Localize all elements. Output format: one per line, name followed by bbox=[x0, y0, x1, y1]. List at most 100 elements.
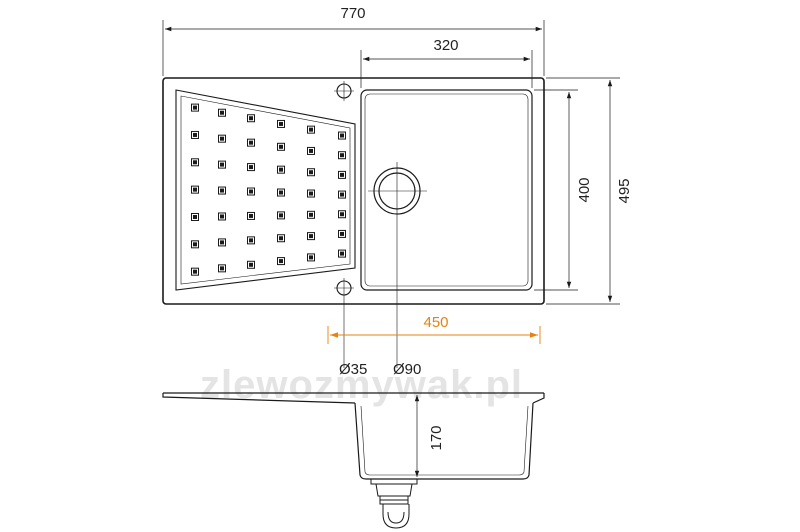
drainer-grip-square-center bbox=[309, 234, 313, 239]
drainer-grip-square-center bbox=[340, 153, 344, 158]
drainer-grip-square-center bbox=[279, 190, 283, 195]
drainer-grip-square-center bbox=[279, 213, 283, 218]
drainer-grip-square-center bbox=[309, 212, 313, 217]
drain-trap bbox=[370, 479, 418, 529]
drainer-grip-square bbox=[218, 134, 226, 143]
drainer-grip-square-center bbox=[340, 133, 344, 138]
bowl-inner-outline bbox=[364, 93, 529, 287]
drainer-grip-square-center bbox=[220, 110, 224, 115]
drainer-grip-square bbox=[338, 249, 346, 258]
drainer-grip-square bbox=[218, 238, 226, 247]
drainer-grip-square bbox=[218, 212, 226, 221]
drainer-inner-outline bbox=[180, 95, 351, 285]
dimension-450 bbox=[327, 326, 541, 344]
section-view bbox=[162, 392, 545, 529]
drainer-grip-square-center bbox=[249, 189, 253, 194]
section-bowl-outer bbox=[354, 402, 534, 480]
drainer-grip-square-center bbox=[249, 262, 253, 267]
drainer-grip-square-center bbox=[193, 132, 197, 137]
drainer-grip-square-center bbox=[340, 231, 344, 236]
drainer-grip-square bbox=[218, 186, 226, 195]
drainer-grip-square-center bbox=[279, 236, 283, 241]
dim-450-label: 450 bbox=[423, 314, 448, 331]
drainer-grip-square bbox=[307, 232, 315, 241]
drainer-grip-square-center bbox=[220, 162, 224, 167]
drainer-grip-square bbox=[247, 211, 255, 220]
drainer-grip-square-center bbox=[279, 144, 283, 149]
drainer-grip-square bbox=[307, 168, 315, 177]
drainer-grip-square-center bbox=[249, 213, 253, 218]
drainer-grip-square bbox=[191, 158, 199, 167]
drainer-grip-square bbox=[247, 236, 255, 245]
dim-400-label: 400 bbox=[576, 177, 593, 202]
drainer-grip-square-center bbox=[249, 238, 253, 243]
drainer-grip-square-center bbox=[340, 251, 344, 256]
top-view bbox=[162, 77, 545, 368]
sink-outline bbox=[162, 77, 545, 305]
drainer-grip-square-center bbox=[309, 170, 313, 175]
drain-hole bbox=[368, 162, 427, 220]
drainer-grip-square-center bbox=[220, 188, 224, 193]
drainer-grip-square bbox=[218, 108, 226, 117]
drainer-grip-square bbox=[247, 138, 255, 147]
drainer-grip-square bbox=[338, 131, 346, 140]
drainer-grip-square bbox=[307, 253, 315, 262]
dim-320-label: 320 bbox=[433, 37, 458, 54]
drainer-grip-square bbox=[247, 260, 255, 269]
drainer-grip-square-center bbox=[309, 255, 313, 260]
drainer-grip-square-center bbox=[279, 121, 283, 126]
drainer-grip-square bbox=[277, 234, 285, 243]
tap-hole-top bbox=[334, 81, 354, 101]
drainer-grip-square-center bbox=[309, 127, 313, 132]
drainer-grip-square-center bbox=[249, 116, 253, 121]
drainer-grip-square bbox=[307, 125, 315, 134]
drainer-grip-square bbox=[307, 210, 315, 219]
drainer-grip-square bbox=[191, 212, 199, 221]
drainer-grip-square-center bbox=[193, 160, 197, 165]
drainer-grip-square bbox=[277, 211, 285, 220]
drainer-grip-square bbox=[191, 267, 199, 276]
dim-495-label: 495 bbox=[616, 178, 633, 203]
bowl-outline bbox=[360, 89, 533, 291]
drainer-grip-square bbox=[277, 188, 285, 197]
drainer-grip-square-center bbox=[340, 172, 344, 177]
dimension-lines bbox=[162, 20, 620, 305]
drainer-grip-square bbox=[247, 163, 255, 172]
drainer-grip-square-center bbox=[220, 136, 224, 141]
drainer-grip-square bbox=[338, 170, 346, 179]
drainer-grip-square-center bbox=[193, 214, 197, 219]
section-rim bbox=[162, 392, 545, 404]
drainer-grip-square bbox=[277, 119, 285, 128]
drainer-grip-square bbox=[191, 130, 199, 139]
drainer-grip-square-center bbox=[340, 192, 344, 197]
tap-hole-label: Ø35 bbox=[339, 361, 367, 378]
drainer-grip-square bbox=[277, 142, 285, 151]
drainer-grip-square bbox=[218, 264, 226, 273]
dim-770-label: 770 bbox=[340, 5, 365, 22]
drainer-grip-square bbox=[338, 229, 346, 238]
drainer-grip-square bbox=[307, 189, 315, 198]
drainer-grip-pattern bbox=[191, 103, 346, 276]
drainer-grip-square-center bbox=[220, 266, 224, 271]
drainer-grip-square-center bbox=[249, 140, 253, 145]
drainer-grip-square-center bbox=[279, 167, 283, 172]
drainer-grip-square bbox=[307, 146, 315, 155]
drainer-grip-square-center bbox=[309, 148, 313, 153]
drainer-grip-square-center bbox=[193, 269, 197, 274]
dim-170-label: 170 bbox=[428, 425, 445, 450]
drainer-grip-square-center bbox=[193, 242, 197, 247]
drainer-grip-square-center bbox=[279, 259, 283, 264]
drainer-grip-square-center bbox=[220, 214, 224, 219]
drain-hole-label: Ø90 bbox=[393, 361, 421, 378]
drainer-grip-square-center bbox=[309, 191, 313, 196]
drainer-grip-square bbox=[338, 210, 346, 219]
drainer-grip-square-center bbox=[220, 240, 224, 245]
drainer-grip-square-center bbox=[249, 165, 253, 170]
drainer-grip-square-center bbox=[340, 212, 344, 217]
drainer-grip-square-center bbox=[193, 105, 197, 110]
drainer-grip-square bbox=[191, 240, 199, 249]
drainer-grip-square bbox=[338, 190, 346, 199]
drainer-grip-square bbox=[218, 160, 226, 169]
drainer-grip-square bbox=[247, 114, 255, 123]
